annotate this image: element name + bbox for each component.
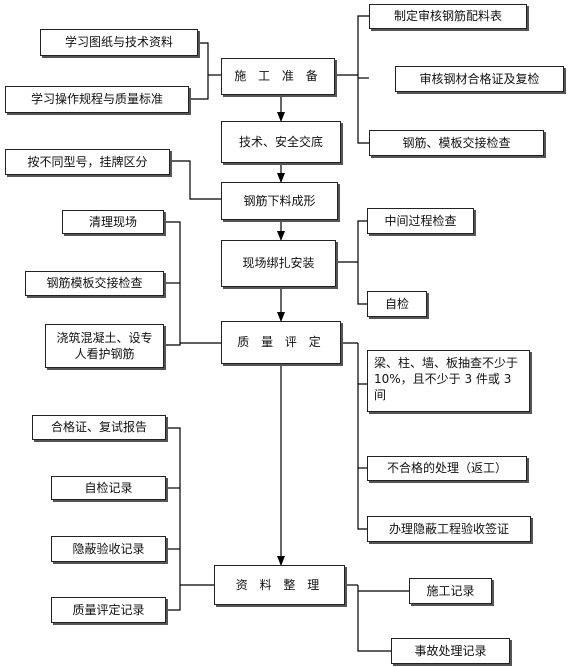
right-accident-record: 事故处理记录: [391, 638, 510, 664]
step-tech-safety-briefing: 技术、安全交底: [221, 121, 341, 163]
left-study-drawings: 学习图纸与技术资料: [40, 29, 198, 56]
right-concealed-work-acceptance: 办理隐蔽工程验收签证: [367, 516, 531, 542]
right-review-steel-certificate: 审核钢材合格证及复检: [395, 66, 564, 92]
left-pour-concrete: 浇筑混凝土、设专人看护钢筋: [45, 324, 164, 368]
right-rebar-formwork-handover: 钢筋、模板交接检查: [369, 130, 544, 156]
left-formwork-handover-check: 钢筋模板交接检查: [25, 271, 164, 296]
left-clean-site: 清理现场: [62, 210, 164, 234]
right-self-inspection: 自检: [367, 291, 427, 317]
right-nonconformity-handling: 不合格的处理（返工）: [367, 456, 527, 481]
left-quality-assessment-record: 质量评定记录: [51, 597, 166, 623]
right-review-rebar-schedule: 制定审核钢筋配料表: [369, 4, 527, 29]
right-sampling-check: 梁、柱、墙、板抽查不少于 10%，且不少于 3 件或 3 间: [367, 350, 530, 412]
left-model-labeling: 按不同型号，挂牌区分: [5, 149, 170, 175]
right-construction-record: 施工记录: [409, 578, 492, 604]
step-data-organization: 资 料 整 理: [214, 565, 345, 605]
step-rebar-cutting-forming: 钢筋下料成形: [221, 182, 338, 220]
left-study-procedures: 学习操作规程与质量标准: [5, 86, 189, 113]
step-quality-assessment: 质 量 评 定: [221, 321, 341, 364]
step-construction-prep: 施 工 准 备: [221, 58, 335, 95]
left-concealed-acceptance-record: 隐蔽验收记录: [51, 536, 166, 562]
left-self-inspection-record: 自检记录: [51, 476, 166, 500]
right-in-process-inspection: 中间过程检查: [367, 208, 474, 234]
step-onsite-tying-install: 现场绑扎安装: [221, 240, 336, 287]
left-certificate-report: 合格证、复试报告: [32, 415, 166, 440]
